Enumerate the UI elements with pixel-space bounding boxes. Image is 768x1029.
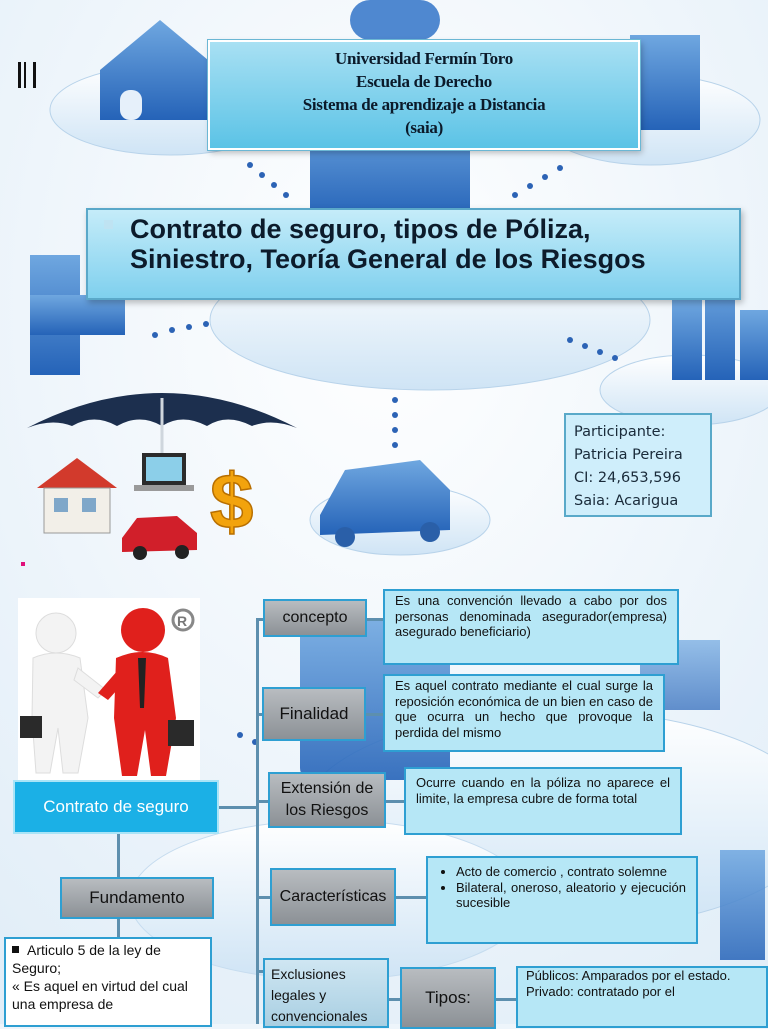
insurance-umbrella-illustration: $ <box>27 393 297 560</box>
connector-concepto <box>256 618 264 621</box>
connector-caracteristicas <box>256 896 270 899</box>
connector-extension-desc <box>386 800 404 803</box>
caracteristica-item: Acto de comercio , contrato solemne <box>456 864 686 880</box>
participant-id: CI: 24,653,596 <box>574 470 681 486</box>
extension-text: Ocurre cuando en la póliza no aparece el… <box>416 775 670 806</box>
connector-finalidad-desc <box>366 713 384 716</box>
connector-main-vertical <box>256 618 259 1024</box>
caracteristica-item: Bilateral, oneroso, aleatorio y ejecució… <box>456 880 686 911</box>
exclusiones-node: Exclusiones legales y convencionales <box>263 958 389 1028</box>
svg-text:$: $ <box>210 457 253 545</box>
concepto-text: Es una convención llevado a cabo por dos… <box>395 593 667 639</box>
decorative-dot <box>21 562 25 566</box>
title-bullet-icon <box>104 220 113 229</box>
connector-fundamento-bottom <box>117 918 120 938</box>
finalidad-description: Es aquel contrato mediante el cual surge… <box>383 674 665 752</box>
connector-finalidad <box>256 713 264 716</box>
school-name: Escuela de Derecho <box>356 72 492 91</box>
exclusiones-label: Exclusiones legales y convencionales <box>271 966 368 1024</box>
handshake-illustration: R <box>18 598 200 780</box>
fundamento-quote: « Es aquel en virtud del cual una empres… <box>12 978 188 1012</box>
concepto-description: Es una convención llevado a cabo por dos… <box>383 589 679 665</box>
connector-caracteristicas-desc <box>396 896 426 899</box>
connector-extension <box>256 800 268 803</box>
title-line-1: Contrato de seguro, tipos de Póliza, <box>130 214 591 244</box>
finalidad-text: Es aquel contrato mediante el cual surge… <box>395 678 653 740</box>
connector-concepto-desc <box>366 618 384 621</box>
connector-main-horizontal <box>219 806 259 809</box>
fundamento-text: Articulo 5 de la ley de Seguro; « Es aqu… <box>4 937 212 1027</box>
university-name: Universidad Fermín Toro <box>335 49 513 68</box>
program-acronym: (saia) <box>405 118 443 137</box>
connector-exclusiones <box>256 970 264 973</box>
tipos-description: Públicos: Amparados por el estado. Priva… <box>516 966 768 1028</box>
participant-box: Participante: Patricia Pereira CI: 24,65… <box>564 413 712 517</box>
tipos-item: Privado: contratado por el <box>526 983 675 999</box>
caracteristicas-description: Acto de comercio , contrato solemne Bila… <box>426 856 698 944</box>
fundamento-bullet: Articulo 5 de la ley de Seguro; <box>12 942 161 976</box>
participant-label: Participante: <box>574 424 666 440</box>
page-marker-icon <box>18 62 36 88</box>
participant-saia: Saia: Acarigua <box>574 493 679 509</box>
program-name: Sistema de aprendizaje a Distancia <box>302 95 546 114</box>
page-title: Contrato de seguro, tipos de Póliza, Sin… <box>86 208 741 300</box>
tipos-node: Tipos: <box>400 967 496 1029</box>
concepto-node: concepto <box>263 599 367 637</box>
connector-tipos-desc <box>496 998 516 1001</box>
tipos-item: Públicos: Amparados por el estado. <box>526 968 731 983</box>
finalidad-node: Finalidad <box>262 687 366 741</box>
university-header: Universidad Fermín Toro Escuela de Derec… <box>208 40 640 150</box>
bullet-square-icon <box>12 946 19 953</box>
connector-fundamento-top <box>117 834 120 878</box>
title-line-2: Siniestro, Teoría General de los Riesgos <box>130 244 646 274</box>
connector-tipos <box>388 998 400 1001</box>
participant-name: Patricia Pereira <box>574 447 683 463</box>
svg-text:R: R <box>177 613 187 629</box>
extension-riesgos-node: Extensión de los Riesgos <box>268 772 386 828</box>
extension-description: Ocurre cuando en la póliza no aparece el… <box>404 767 682 835</box>
caracteristicas-node: Características <box>270 868 396 926</box>
fundamento-node: Fundamento <box>60 877 214 919</box>
contrato-de-seguro-node: Contrato de seguro <box>13 780 219 834</box>
